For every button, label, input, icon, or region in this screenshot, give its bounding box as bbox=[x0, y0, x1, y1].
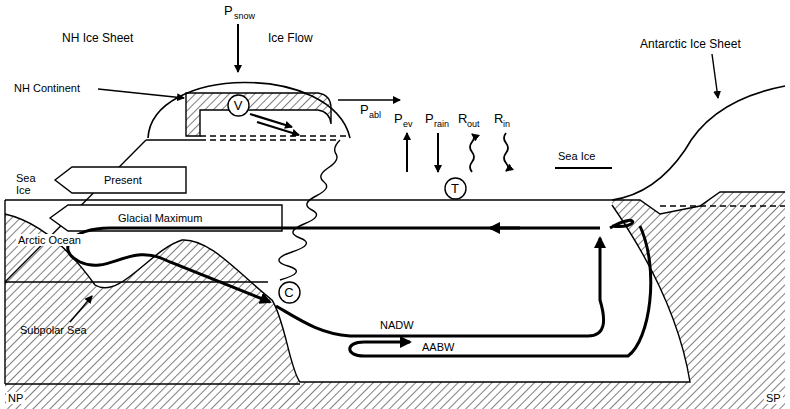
region-label: Subpolar Sea bbox=[20, 324, 87, 336]
region-label: Sea Ice bbox=[16, 172, 46, 196]
flux-subscript: rain bbox=[434, 120, 449, 130]
flux-subscript: abl bbox=[369, 111, 381, 121]
region-label: Sea Ice bbox=[558, 150, 595, 162]
region-label: Ice Flow bbox=[268, 32, 313, 45]
water-mass-label: AABW bbox=[420, 341, 456, 353]
extent-label: Glacial Maximum bbox=[118, 212, 202, 224]
flux-symbol: P bbox=[224, 4, 233, 18]
region-label: NH Ice Sheet bbox=[62, 32, 133, 45]
flux-subscript: out bbox=[467, 120, 480, 130]
region-label: Arctic Ocean bbox=[16, 234, 83, 246]
flux-symbol: P bbox=[394, 112, 403, 126]
flux-symbol: R bbox=[458, 112, 467, 126]
extent-label: Present bbox=[104, 174, 142, 186]
flux-symbol: P bbox=[360, 103, 369, 117]
region-label: Antarctic Ice Sheet bbox=[640, 38, 741, 51]
process-circle: V bbox=[227, 94, 250, 117]
flux-subscript: snow bbox=[234, 12, 255, 22]
circle-letter: C bbox=[284, 286, 293, 299]
process-circle: T bbox=[444, 177, 467, 200]
flux-symbol: P bbox=[425, 112, 434, 126]
process-circle: C bbox=[278, 281, 301, 304]
water-mass-label: NADW bbox=[378, 319, 416, 331]
pole-label: SP bbox=[764, 392, 783, 404]
circle-letter: V bbox=[234, 99, 243, 112]
circle-letter: T bbox=[451, 182, 459, 195]
region-label: NH Continent bbox=[14, 82, 80, 94]
pole-label: NP bbox=[6, 392, 25, 404]
flux-symbol: R bbox=[494, 112, 503, 126]
flux-subscript: ev bbox=[403, 120, 413, 130]
flux-subscript: in bbox=[503, 120, 510, 130]
line-art bbox=[5, 24, 785, 409]
